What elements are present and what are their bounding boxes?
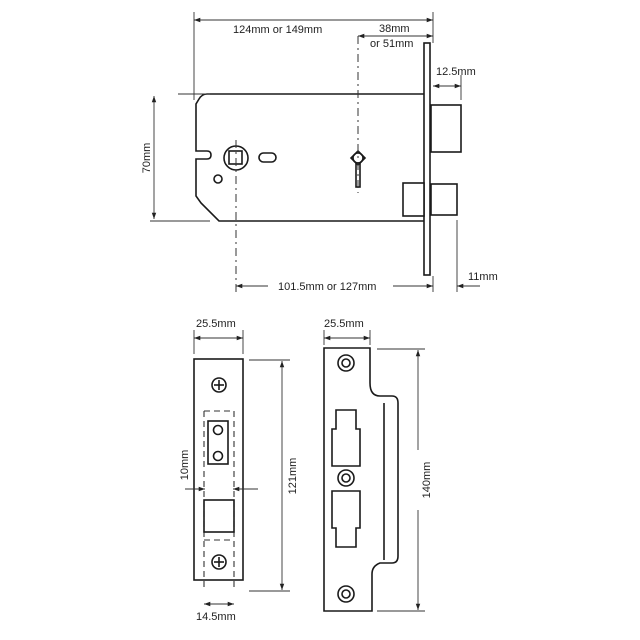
latch-width-label: 10mm: [179, 450, 191, 481]
side-view: 124mm or 149mm 38mm or 51mm 12.5mm 70mm …: [141, 12, 498, 293]
backset-label: 38mm: [379, 23, 410, 35]
small-hole: [213, 174, 223, 184]
centres-label: 101.5mm or 127mm: [278, 281, 376, 293]
backset-alt-label: or 51mm: [370, 38, 413, 50]
slot: [258, 152, 277, 163]
deadbolt-face: [207, 420, 229, 465]
case-width-label: 14.5mm: [196, 611, 236, 623]
screw-bottom-icon: [211, 554, 227, 570]
deadbolt: [430, 104, 462, 153]
bolt-projection-label: 12.5mm: [436, 66, 476, 78]
strike-plate-outline: [323, 347, 399, 612]
lock-body: [195, 93, 424, 222]
strike-width-label: 25.5mm: [324, 318, 364, 330]
forend-width-label: 25.5mm: [196, 318, 236, 330]
overall-length-label: 124mm or 149mm: [233, 24, 322, 36]
latch-projection-label: 11mm: [468, 271, 498, 283]
latch-opening: [331, 490, 361, 548]
height-label: 70mm: [141, 143, 153, 174]
strike-hole-top-icon: [337, 354, 355, 372]
forend-height-label: 121mm: [287, 458, 299, 495]
latch-face: [203, 499, 235, 533]
strike-height-label: 140mm: [421, 462, 433, 499]
forend-outline: [193, 358, 244, 581]
latch-inner: [402, 182, 425, 217]
bolt-opening: [331, 409, 361, 467]
strike-hole-bottom-icon: [337, 585, 355, 603]
latch-bolt: [430, 183, 458, 216]
strike-plate-view: 25.5mm 140mm: [323, 318, 433, 612]
strike-hole-middle-icon: [337, 469, 355, 487]
forend-view: 25.5mm 121mm 10mm 14.5mm: [179, 318, 299, 623]
screw-top-icon: [211, 377, 227, 393]
forend-plate: [423, 42, 431, 276]
